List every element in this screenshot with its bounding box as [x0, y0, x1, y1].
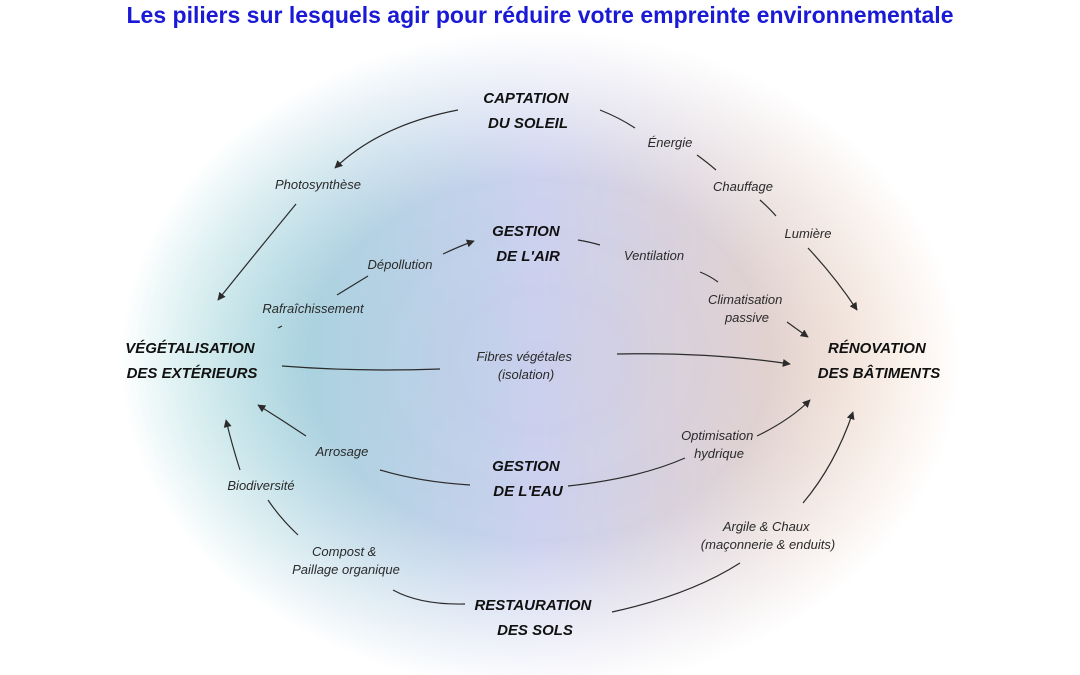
node-gestion-de-l-eau: GESTION DE L'EAU: [492, 458, 564, 500]
arrow-rafraichissement-to-depollution: [336, 275, 369, 296]
arrows: [217, 109, 858, 613]
arrow-depollution-to-air: [442, 239, 475, 255]
diagram-title: Les piliers sur lesquels agir pour rédui…: [126, 2, 954, 28]
arrow-captation-to-vegetalisation: [334, 109, 459, 169]
arrow-vegetalisation-to-fibres: [281, 365, 441, 371]
node-restauration-des-sols: RESTAURATION DES SOLS: [474, 597, 595, 639]
label-biodiversite: Biodiversité: [227, 478, 294, 493]
arrow-compost-to-biodiversite: [267, 499, 299, 536]
arrow-eau-to-arrosage: [379, 469, 471, 486]
label-climatisation-passive: Climatisation passive: [708, 292, 786, 325]
node-captation-du-soleil: CAPTATION DU SOLEIL: [483, 90, 572, 132]
label-energie: Énergie: [648, 135, 693, 150]
label-rafraichissement: Rafraîchissement: [262, 301, 365, 316]
arrow-climatisation-to-renovation: [786, 321, 809, 338]
background-glow: [110, 30, 970, 675]
arrow-arrosage-to-vegetalisation: [257, 404, 307, 437]
arrow-chauffage-to-lumiere: [759, 199, 777, 217]
node-vegetalisation-des-exterieurs: VÉGÉTALISATION DES EXTÉRIEURS: [125, 340, 259, 382]
label-optimisation-hydrique: Optimisation hydrique: [681, 428, 757, 461]
arrow-fibres-to-renovation: [616, 353, 791, 367]
arrow-sols-to-argile: [611, 562, 741, 613]
arrow-sols-to-compost: [392, 589, 466, 605]
node-gestion-de-l-air: GESTION DE L'AIR: [492, 223, 564, 265]
node-renovation-des-batiments: RÉNOVATION DES BÂTIMENTS: [818, 340, 941, 382]
arrow-biodiversite-to-vegetalisation: [223, 419, 241, 471]
label-photosynthese: Photosynthèse: [275, 177, 361, 192]
arrow-air-to-ventilation: [577, 239, 601, 246]
label-fibres-vegetales: Fibres végétales (isolation): [476, 349, 575, 382]
arrow-photosynthese-to-vegetalisation: [217, 203, 297, 301]
label-argile-chaux: Argile & Chaux (maçonnerie & enduits): [701, 519, 835, 552]
arrow-eau-to-optimisation: [567, 457, 686, 487]
label-ventilation: Ventilation: [624, 248, 684, 263]
label-chauffage: Chauffage: [713, 179, 773, 194]
label-depollution: Dépollution: [367, 257, 432, 272]
arrow-argile-to-renovation: [802, 411, 855, 504]
label-lumiere: Lumière: [785, 226, 832, 241]
arrow-captation-to-energie: [599, 109, 636, 129]
label-arrosage: Arrosage: [315, 444, 369, 459]
arrow-rafraichissement-tick: [277, 325, 283, 329]
arrow-lumiere-to-renovation: [807, 247, 858, 311]
arrow-optimisation-to-renovation: [756, 399, 811, 437]
arrow-energie-to-chauffage: [696, 154, 717, 171]
arrow-ventilation-to-climatisation: [699, 271, 719, 283]
label-compost-paillage: Compost & Paillage organique: [292, 544, 400, 577]
